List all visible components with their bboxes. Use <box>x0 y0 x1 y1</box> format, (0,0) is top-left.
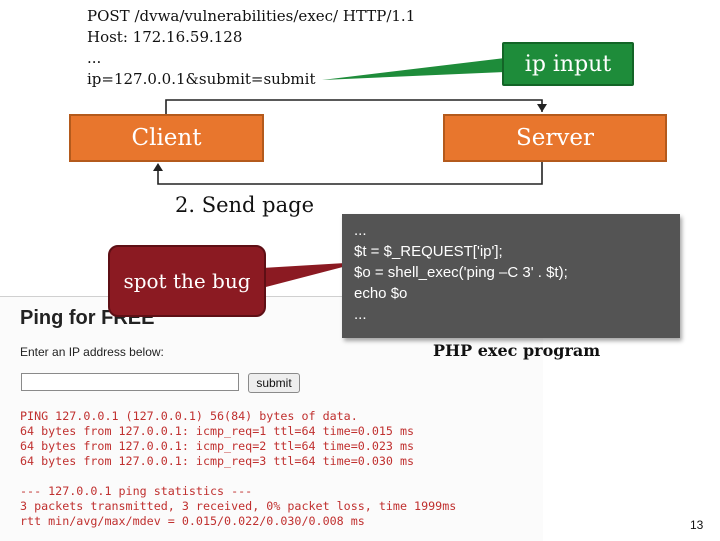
request-body: ip=127.0.0.1&submit=submit <box>87 70 316 88</box>
code-line: $o = shell_exec('ping –C 3' . $t); <box>354 264 568 281</box>
send-page-arrow-head <box>153 163 163 171</box>
spot-the-bug-callout: spot the bug <box>108 245 266 317</box>
code-line: ... <box>354 306 367 323</box>
client-box: Client <box>69 114 264 162</box>
output-line: 64 bytes from 127.0.0.1: icmp_req=2 ttl=… <box>20 439 415 453</box>
output-line: 3 packets transmitted, 3 received, 0% pa… <box>20 499 457 513</box>
http-request: POST /dvwa/vulnerabilities/exec/ HTTP/1.… <box>87 6 415 90</box>
output-line: PING 127.0.0.1 (127.0.0.1) 56(84) bytes … <box>20 409 358 423</box>
request-ellipsis: ... <box>87 49 102 67</box>
request-arrow-head <box>537 104 547 112</box>
slide-number: 13 <box>690 518 704 532</box>
request-host: Host: 172.16.59.128 <box>87 28 243 46</box>
ip-address-input[interactable] <box>21 373 239 391</box>
output-line: 64 bytes from 127.0.0.1: icmp_req=3 ttl=… <box>20 454 415 468</box>
send-page-label: 2. Send page <box>175 193 315 217</box>
submit-button[interactable]: submit <box>248 373 300 393</box>
output-line: rtt min/avg/max/mdev = 0.015/0.022/0.030… <box>20 514 365 528</box>
code-line: $t = $_REQUEST['ip']; <box>354 243 503 260</box>
code-line: ... <box>354 222 367 239</box>
ping-output: PING 127.0.0.1 (127.0.0.1) 56(84) bytes … <box>20 409 456 529</box>
output-line <box>20 469 456 484</box>
request-line: POST /dvwa/vulnerabilities/exec/ HTTP/1.… <box>87 7 416 25</box>
php-code-box: ... $t = $_REQUEST['ip']; $o = shell_exe… <box>342 214 680 338</box>
ip-prompt-label: Enter an IP address below: <box>20 345 164 359</box>
php-exec-caption: PHP exec program <box>433 341 601 360</box>
server-box: Server <box>443 114 667 162</box>
request-arrow <box>165 99 543 114</box>
code-line: echo $o <box>354 285 408 302</box>
output-line: --- 127.0.0.1 ping statistics --- <box>20 484 253 498</box>
send-page-arrow <box>157 162 543 185</box>
output-line: 64 bytes from 127.0.0.1: icmp_req=1 ttl=… <box>20 424 415 438</box>
ip-input-callout: ip input <box>502 42 634 86</box>
